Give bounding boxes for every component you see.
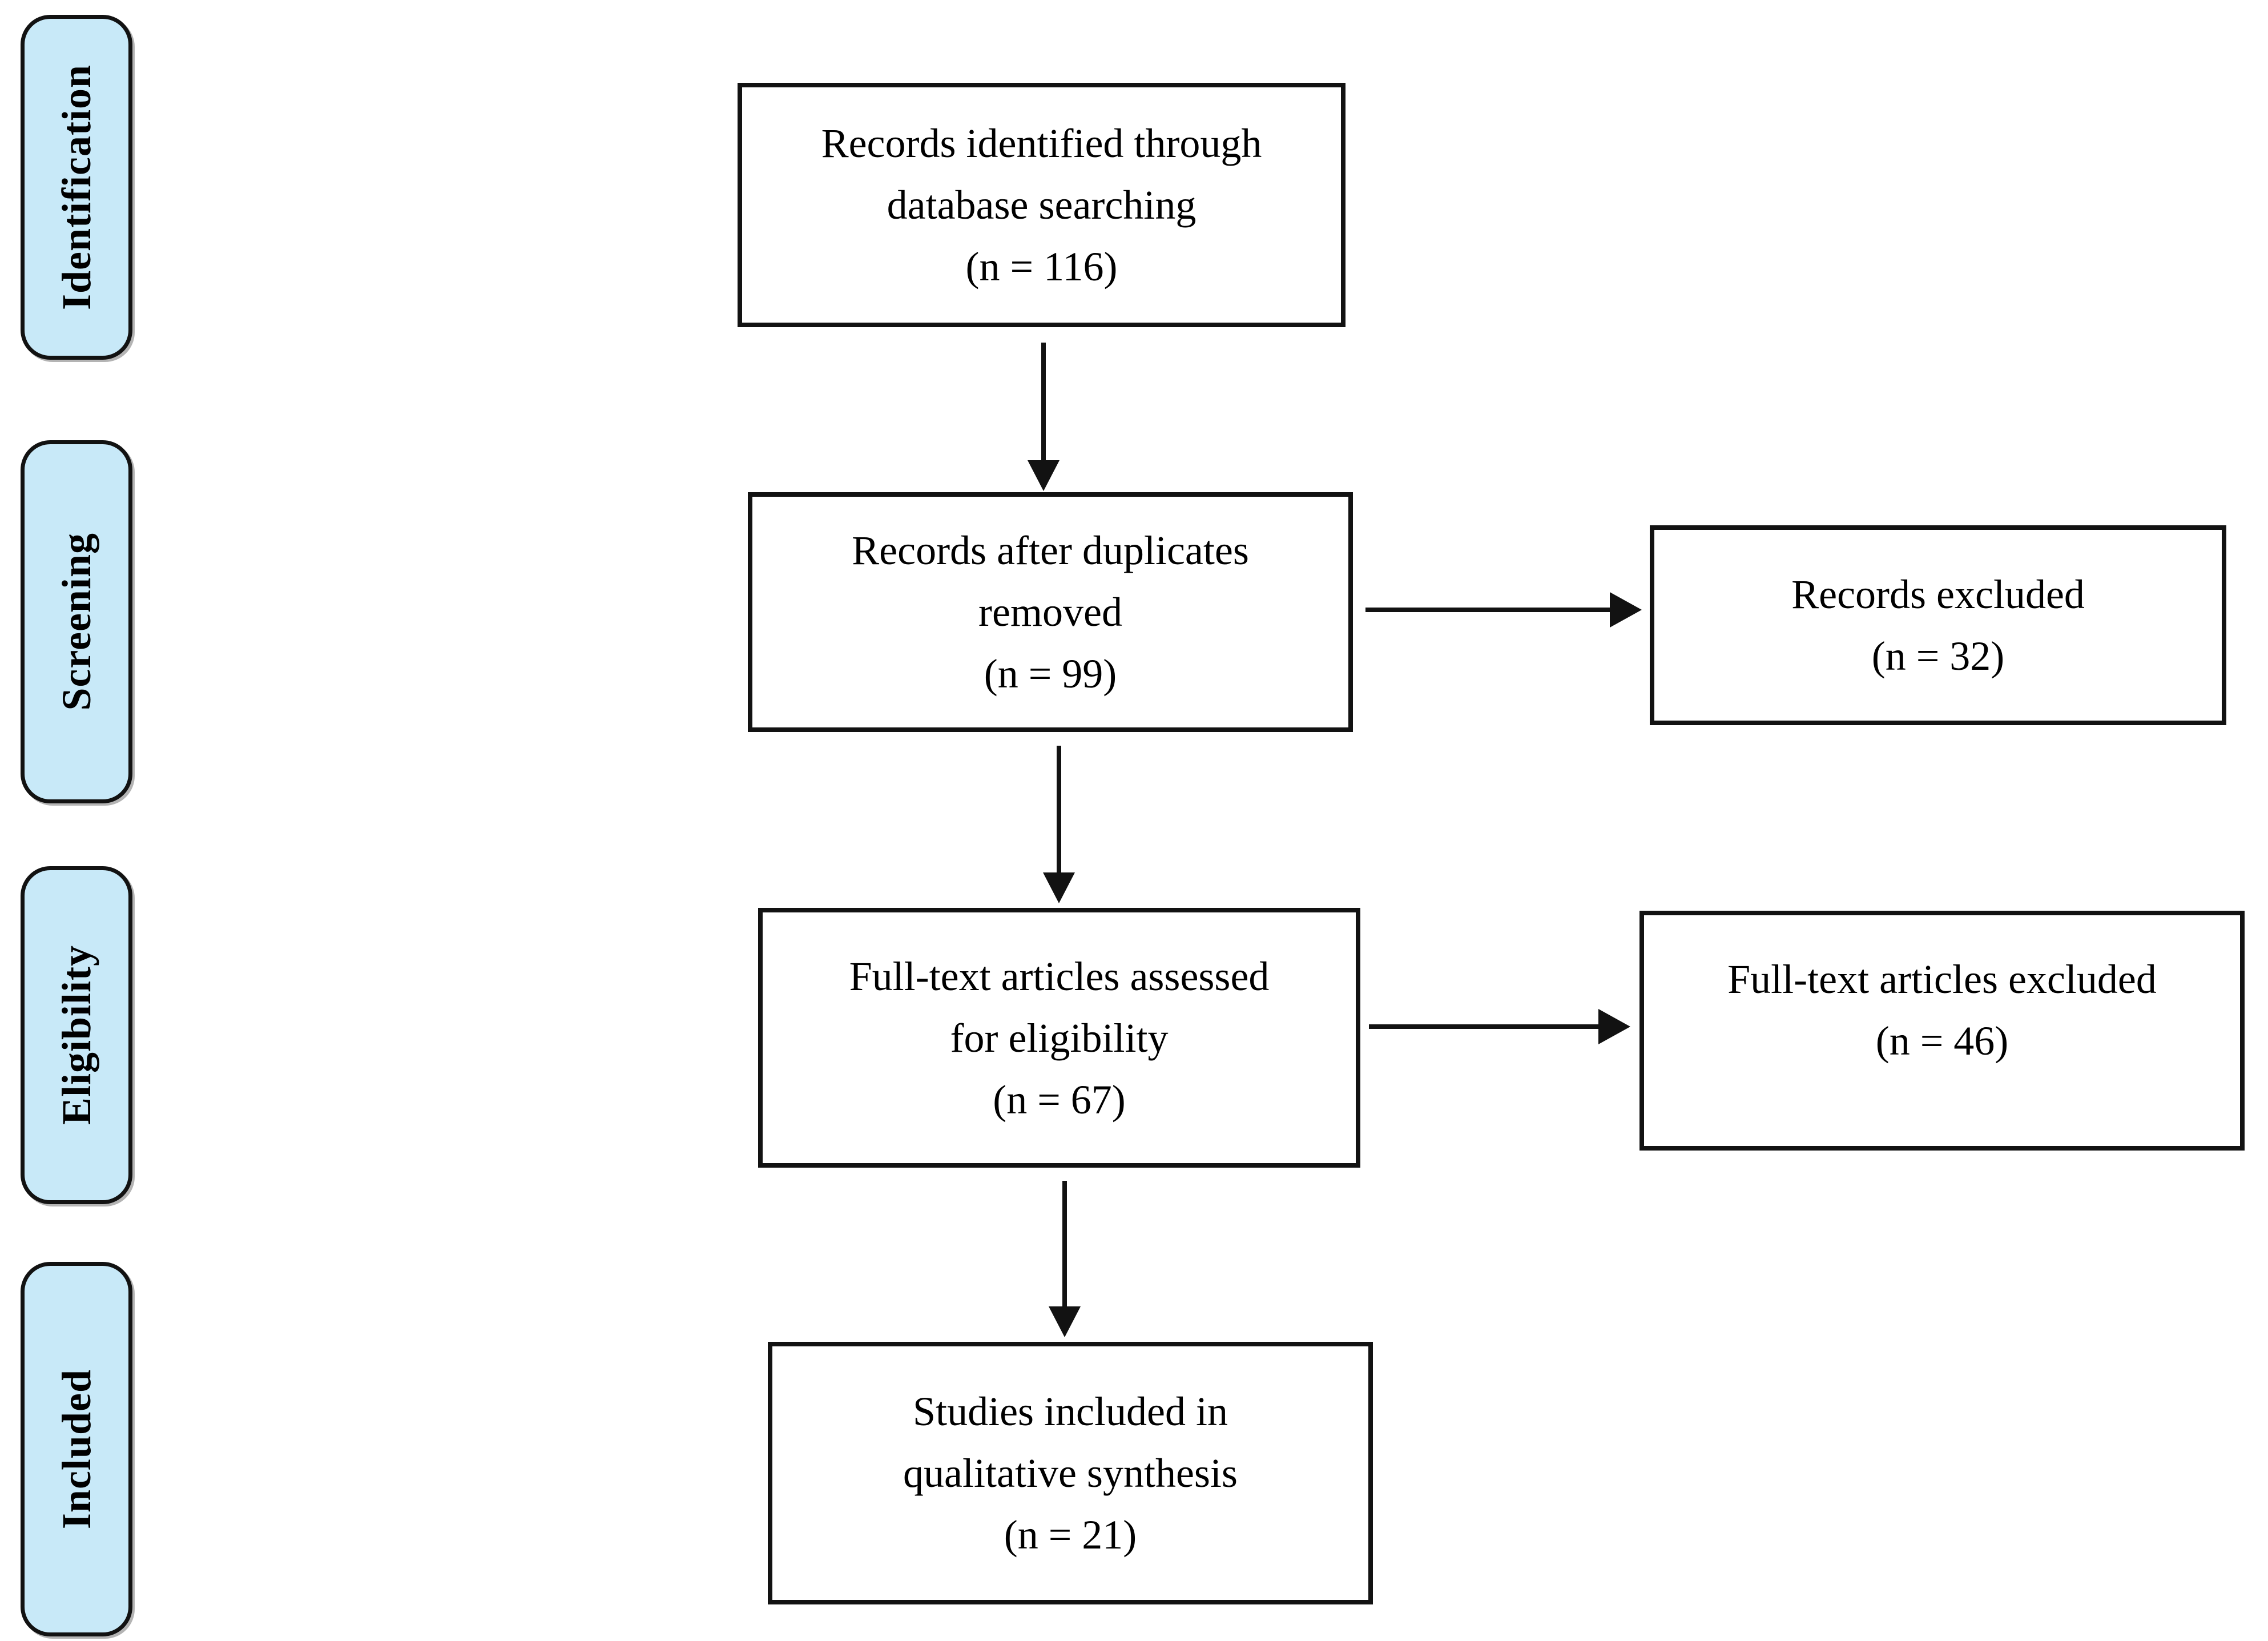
arrow-fulltext-to-included-head-icon <box>1049 1306 1081 1337</box>
box-fulltext-assessed: Full-text articles assessed for eligibil… <box>758 908 1360 1168</box>
box-records-excluded-line1: Records excluded <box>1791 572 2085 617</box>
stage-included: Included <box>21 1262 132 1636</box>
arrow-identified-to-deduplicated-line <box>1041 343 1046 462</box>
box-fulltext-excluded: Full-text articles excluded (n = 46) <box>1639 911 2245 1151</box>
stage-screening-label: Screening <box>53 533 99 711</box>
box-records-identified: Records identified through database sear… <box>738 83 1346 327</box>
stage-screening: Screening <box>21 440 132 803</box>
stage-identification: Identification <box>21 15 132 360</box>
arrow-deduplicated-to-fulltext-line <box>1057 746 1061 875</box>
arrow-to-records-excluded-head-icon <box>1610 592 1642 628</box>
box-records-after-duplicates: Records after duplicates removed (n = 99… <box>748 492 1353 732</box>
stage-included-label: Included <box>53 1369 99 1530</box>
box-records-identified-count: (n = 116) <box>965 244 1118 289</box>
box-fulltext-excluded-line1: Full-text articles excluded <box>1727 956 2157 1002</box>
arrow-identified-to-deduplicated-head-icon <box>1028 460 1060 491</box>
stage-identification-label: Identification <box>53 64 99 310</box>
box-records-identified-line2: database searching <box>887 182 1197 228</box>
arrow-fulltext-to-included-line <box>1062 1181 1067 1309</box>
box-records-identified-line1: Records identified through <box>821 120 1262 166</box>
box-records-after-duplicates-count: (n = 99) <box>984 651 1117 697</box>
arrow-to-fulltext-excluded-head-icon <box>1598 1009 1630 1044</box>
box-studies-included-count: (n = 21) <box>1004 1512 1137 1558</box>
box-records-after-duplicates-line2: removed <box>978 589 1122 635</box>
box-records-excluded: Records excluded (n = 32) <box>1650 525 2226 725</box>
arrow-to-records-excluded-line <box>1365 608 1612 612</box>
box-studies-included: Studies included in qualitative synthesi… <box>768 1342 1373 1604</box>
box-fulltext-assessed-count: (n = 67) <box>993 1076 1126 1123</box>
stage-eligibility: Eligibility <box>21 866 132 1204</box>
box-fulltext-excluded-count: (n = 46) <box>1875 1018 2009 1064</box>
stage-eligibility-label: Eligibility <box>53 945 99 1125</box>
arrow-deduplicated-to-fulltext-head-icon <box>1043 872 1075 903</box>
box-records-after-duplicates-line1: Records after duplicates <box>852 528 1249 573</box>
box-fulltext-assessed-line2: for eligibility <box>950 1015 1169 1061</box>
box-fulltext-assessed-line1: Full-text articles assessed <box>849 953 1270 999</box>
box-studies-included-line1: Studies included in <box>913 1389 1228 1434</box>
arrow-to-fulltext-excluded-line <box>1369 1024 1601 1029</box>
box-studies-included-line2: qualitative synthesis <box>903 1450 1238 1496</box>
box-records-excluded-count: (n = 32) <box>1871 633 2005 679</box>
